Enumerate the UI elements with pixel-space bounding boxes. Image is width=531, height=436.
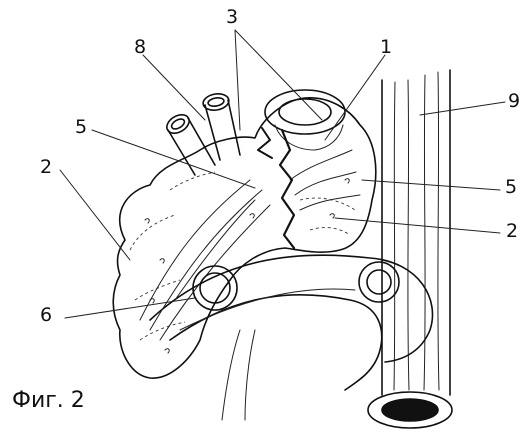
label-8: 8: [134, 38, 146, 57]
vessel-end-6: [193, 266, 237, 310]
label-2-right: 2: [506, 222, 518, 241]
label-2-left: 2: [40, 158, 52, 177]
label-1: 1: [380, 38, 392, 57]
duct-cross-section-1: [265, 90, 345, 150]
label-5-left: 5: [75, 118, 87, 137]
label-5-right: 5: [505, 178, 517, 197]
fibrous-strands-5: [140, 150, 360, 340]
vertical-vessel-9: [368, 70, 452, 428]
figure-caption: Фиг. 2: [12, 388, 85, 413]
glandular-tissue-2: [113, 98, 376, 378]
label-6: 6: [40, 306, 52, 325]
curved-vessel: [150, 255, 433, 420]
label-3: 3: [226, 8, 238, 27]
jagged-boundary-3: [258, 128, 294, 248]
label-9: 9: [508, 92, 520, 111]
